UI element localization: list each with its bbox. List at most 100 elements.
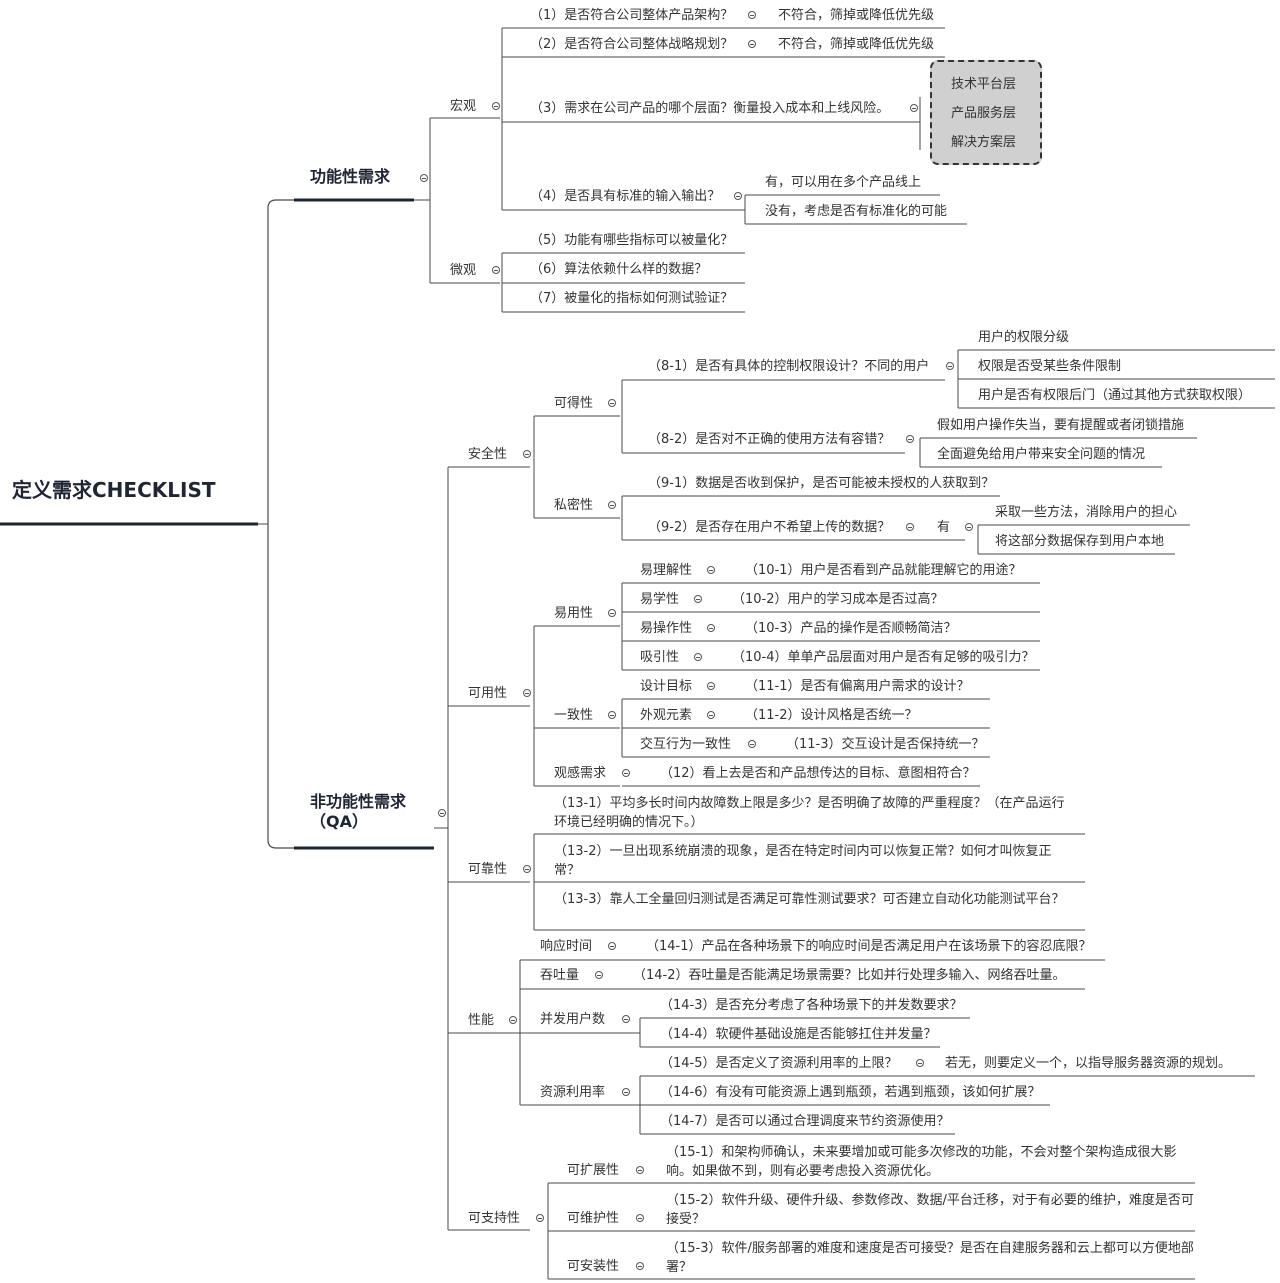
q11-1[interactable]: （11-1）是否有偏离用户需求的设计？ xyxy=(745,679,970,694)
privacy-topic[interactable]: 私密性 xyxy=(554,498,594,513)
collapse-response-icon[interactable] xyxy=(608,942,616,950)
collapse-q8-2-icon[interactable] xyxy=(906,435,914,443)
q4[interactable]: （4）是否具有标准的输入输出？ xyxy=(530,189,721,204)
layer-solution[interactable]: 解决方案层 xyxy=(951,135,1017,150)
collapse-scalability-icon[interactable] xyxy=(636,1166,644,1174)
q7[interactable]: （7）被量化的指标如何测试验证？ xyxy=(530,291,734,306)
q10-1[interactable]: （10-1）用户是否看到产品就能理解它的用途？ xyxy=(745,563,1022,578)
consistency-item-interaction[interactable]: 交互行为一致性 xyxy=(640,737,732,752)
q8-1-answer-2[interactable]: 权限是否受某些条件限制 xyxy=(978,359,1122,374)
root-topic[interactable]: 定义需求CHECKLIST xyxy=(12,478,216,502)
q5[interactable]: （5）功能有哪些指标可以被量化？ xyxy=(530,233,734,248)
q14-6[interactable]: （14-6）有没有可能资源上遇到瓶颈，若遇到瓶颈，该如何扩展？ xyxy=(660,1085,1041,1100)
q13-3[interactable]: （13-3）靠人工全量回归测试是否满足可靠性测试要求？可否建立自动化功能测试平台… xyxy=(554,892,1065,907)
usability-topic[interactable]: 可用性 xyxy=(468,686,508,701)
layer-tech-platform[interactable]: 技术平台层 xyxy=(951,77,1017,92)
collapse-concurrency-icon[interactable] xyxy=(622,1015,630,1023)
reliability-topic[interactable]: 可靠性 xyxy=(468,862,508,877)
performance-topic[interactable]: 性能 xyxy=(468,1013,495,1028)
collapse-resources-icon[interactable] xyxy=(622,1088,630,1096)
collapse-consistency-icon[interactable] xyxy=(608,711,616,719)
consistency-topic[interactable]: 一致性 xyxy=(554,708,594,723)
collapse-q9-2-yes-icon[interactable] xyxy=(965,523,973,531)
q14-3[interactable]: （14-3）是否充分考虑了各种场景下的并发数要求？ xyxy=(660,998,963,1013)
ease-of-use-topic[interactable]: 易用性 xyxy=(554,606,594,621)
collapse-q9-2-icon[interactable] xyxy=(906,523,914,531)
q2[interactable]: （2）是否符合公司整体战略规划？ xyxy=(530,37,734,52)
q9-1[interactable]: （9-1）数据是否收到保护，是否可能被未授权的人获取到？ xyxy=(648,476,995,491)
q1-answer[interactable]: 不符合，筛掉或降低优先级 xyxy=(778,8,935,23)
micro-topic[interactable]: 微观 xyxy=(450,263,477,278)
scalability-topic[interactable]: 可扩展性 xyxy=(567,1163,620,1178)
consistency-item-appearance[interactable]: 外观元素 xyxy=(640,708,693,723)
q15-3[interactable]: （15-3）软件/服务部署的难度和速度是否可接受？是否在自建服务器和云上都可以方… xyxy=(666,1241,1194,1275)
collapse-q1-icon[interactable] xyxy=(748,11,756,19)
collapse-perception-icon[interactable] xyxy=(622,769,630,777)
collapse-goal-icon[interactable] xyxy=(707,682,715,690)
q15-1[interactable]: （15-1）和架构师确认，未来要增加或可能多次修改的功能，不会对整个架构造成很大… xyxy=(666,1145,1177,1179)
q8-2-answer-2[interactable]: 全面避免给用户带来安全问题的情况 xyxy=(937,447,1146,462)
collapse-q3-icon[interactable] xyxy=(910,104,918,112)
q8-2[interactable]: （8-2）是否对不正确的使用方法有容错？ xyxy=(648,432,891,447)
response-time-topic[interactable]: 响应时间 xyxy=(540,939,593,954)
collapse-appearance-icon[interactable] xyxy=(707,711,715,719)
ease-item-attract[interactable]: 吸引性 xyxy=(640,650,680,665)
collapse-interaction-icon[interactable] xyxy=(748,740,756,748)
q11-3[interactable]: （11-3）交互设计是否保持统一？ xyxy=(786,737,985,752)
functional-requirements-topic[interactable]: 功能性需求 xyxy=(310,167,391,186)
collapse-macro-icon[interactable] xyxy=(492,102,500,110)
layer-product-service[interactable]: 产品服务层 xyxy=(951,106,1017,121)
installability-topic[interactable]: 可安装性 xyxy=(567,1259,620,1274)
collapse-q8-1-icon[interactable] xyxy=(946,362,954,370)
consistency-item-goal[interactable]: 设计目标 xyxy=(640,679,693,694)
supportability-topic[interactable]: 可支持性 xyxy=(468,1211,521,1226)
perception-topic[interactable]: 观感需求 xyxy=(554,766,607,781)
collapse-availability-icon[interactable] xyxy=(608,399,616,407)
collapse-throughput-icon[interactable] xyxy=(595,971,603,979)
collapse-q14-5-icon[interactable] xyxy=(916,1059,924,1067)
q14-5[interactable]: （14-5）是否定义了资源利用率的上限？ xyxy=(660,1056,898,1071)
collapse-performance-icon[interactable] xyxy=(509,1016,517,1024)
q14-5-answer[interactable]: 若无，则要定义一个，以指导服务器资源的规划。 xyxy=(945,1056,1232,1071)
collapse-attract-icon[interactable] xyxy=(694,653,702,661)
q10-4[interactable]: （10-4）单单产品层面对用户是否有足够的吸引力？ xyxy=(732,650,1035,665)
collapse-micro-icon[interactable] xyxy=(492,266,500,274)
collapse-reliability-icon[interactable] xyxy=(523,865,531,873)
collapse-nonfunctional-icon[interactable] xyxy=(438,809,446,817)
throughput-topic[interactable]: 吞吐量 xyxy=(540,968,580,983)
maintainability-topic[interactable]: 可维护性 xyxy=(567,1211,620,1226)
q14-4[interactable]: （14-4）软硬件基础设施是否能够扛住并发量？ xyxy=(660,1027,937,1042)
collapse-security-icon[interactable] xyxy=(523,450,531,458)
q10-2[interactable]: （10-2）用户的学习成本是否过高？ xyxy=(732,592,944,607)
q12[interactable]: （12）看上去是否和产品想传达的目标、意图相符合？ xyxy=(660,766,976,781)
macro-topic[interactable]: 宏观 xyxy=(450,99,477,114)
availability-topic[interactable]: 可得性 xyxy=(554,396,594,411)
ease-item-understand[interactable]: 易理解性 xyxy=(640,563,693,578)
q8-1-answer-1[interactable]: 用户的权限分级 xyxy=(978,330,1070,345)
q3[interactable]: （3）需求在公司产品的哪个层面？衡量投入成本和上线风险。 xyxy=(530,101,890,116)
q8-1-answer-3[interactable]: 用户是否有权限后门（通过其他方式获取权限） xyxy=(978,388,1252,403)
collapse-usability-icon[interactable] xyxy=(523,689,531,697)
collapse-q4-icon[interactable] xyxy=(734,192,742,200)
q14-1[interactable]: （14-1）产品在各种场景下的响应时间是否满足用户在该场景下的容忍底限？ xyxy=(646,939,1092,954)
q4-answer-yes[interactable]: 有，可以用在多个产品线上 xyxy=(765,175,922,190)
resource-utilization-topic[interactable]: 资源利用率 xyxy=(540,1085,606,1100)
q13-1[interactable]: （13-1）平均多长时间内故障数上限是多少？是否明确了故障的严重程度？（在产品运… xyxy=(554,796,1065,830)
collapse-understand-icon[interactable] xyxy=(707,566,715,574)
q8-2-answer-1[interactable]: 假如用户操作失当，要有提醒或者闭锁措施 xyxy=(937,418,1185,433)
collapse-privacy-icon[interactable] xyxy=(608,501,616,509)
collapse-supportability-icon[interactable] xyxy=(536,1214,544,1222)
collapse-installability-icon[interactable] xyxy=(636,1262,644,1270)
q2-answer[interactable]: 不符合，筛掉或降低优先级 xyxy=(778,37,935,52)
q9-2-answer-2[interactable]: 将这部分数据保存到用户本地 xyxy=(995,534,1165,549)
q15-2[interactable]: （15-2）软件升级、硬件升级、参数修改、数据/平台迁移，对于有必要的维护，难度… xyxy=(666,1193,1194,1227)
q8-1[interactable]: （8-1）是否有具体的控制权限设计？不同的用户 xyxy=(648,359,930,374)
q14-2[interactable]: （14-2）吞吐量是否能满足场景需要？比如并行处理多输入、网络吞吐量。 xyxy=(633,968,1066,983)
collapse-q2-icon[interactable] xyxy=(748,40,756,48)
q6[interactable]: （6）算法依赖什么样的数据？ xyxy=(530,262,708,277)
collapse-maintainability-icon[interactable] xyxy=(636,1214,644,1222)
nonfunctional-requirements-topic[interactable]: 非功能性需求（QA） xyxy=(310,792,407,831)
q9-2-answer-1[interactable]: 采取一些方法，消除用户的担心 xyxy=(995,505,1178,520)
q11-2[interactable]: （11-2）设计风格是否统一？ xyxy=(745,708,918,723)
q1[interactable]: （1）是否符合公司整体产品架构？ xyxy=(530,8,734,23)
